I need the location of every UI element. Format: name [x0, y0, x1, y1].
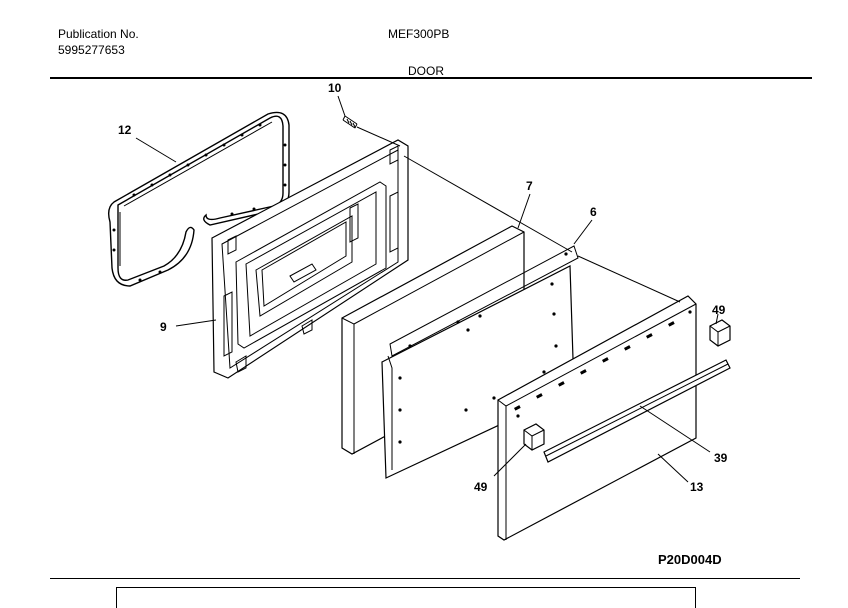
callout-12: 12 [118, 123, 132, 137]
diagram-code: P20D004D [658, 552, 722, 567]
inner-panel-part-6 [381, 245, 579, 479]
parts-table-box [116, 587, 696, 608]
callout-7: 7 [526, 179, 533, 193]
publication-number: 5995277653 [58, 43, 125, 57]
handle-part-39 [543, 359, 731, 463]
footer-rule [50, 578, 800, 579]
callout-9: 9 [160, 320, 167, 334]
callout-49-left: 49 [474, 480, 488, 494]
callout-6: 6 [590, 205, 597, 219]
header-rule [50, 77, 812, 79]
alignment-lines [356, 126, 681, 303]
callout-10: 10 [328, 81, 342, 95]
inner-door-liner-part-9 [211, 139, 409, 379]
bracket-part-49-right [709, 319, 731, 347]
callout-13: 13 [690, 480, 704, 494]
model-number: MEF300PB [388, 27, 450, 41]
publication-label: Publication No. [58, 27, 139, 41]
section-title: DOOR [408, 64, 444, 78]
callout-39: 39 [714, 451, 728, 465]
leader-lines [135, 95, 719, 483]
bracket-part-49-left [523, 423, 545, 451]
outer-door-panel-part-13 [497, 295, 697, 541]
callout-49-right: 49 [712, 303, 726, 317]
screw-part-10 [342, 115, 358, 129]
